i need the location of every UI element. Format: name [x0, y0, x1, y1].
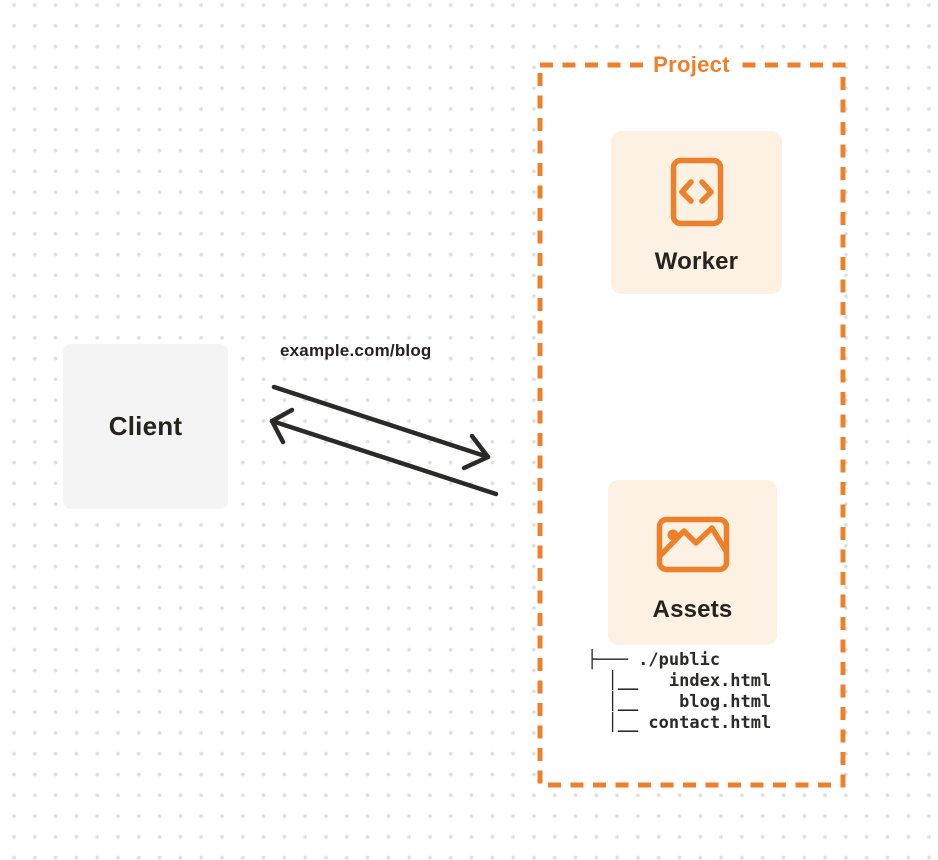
- assets-label: Assets: [652, 596, 733, 623]
- request-url-label: example.com/blog: [280, 341, 432, 360]
- image-icon: [656, 516, 729, 573]
- response-arrow: [269, 407, 499, 497]
- client-node: Client: [63, 344, 228, 509]
- project-label: Project: [540, 52, 843, 78]
- file-tree: ├─── ./public │__ index.html │__ blog.ht…: [587, 650, 771, 734]
- assets-node: Assets: [608, 480, 777, 645]
- code-file-icon: [670, 157, 723, 227]
- tree-line-file: │__ blog.html: [587, 692, 772, 712]
- worker-label: Worker: [654, 248, 739, 275]
- tree-line-file: │__ contact.html: [587, 713, 772, 733]
- worker-node: Worker: [611, 131, 782, 294]
- client-label: Client: [108, 411, 183, 441]
- tree-line-root: ├─── ./public: [587, 650, 721, 670]
- tree-line-file: │__ index.html: [587, 671, 772, 691]
- request-arrow: [271, 384, 491, 471]
